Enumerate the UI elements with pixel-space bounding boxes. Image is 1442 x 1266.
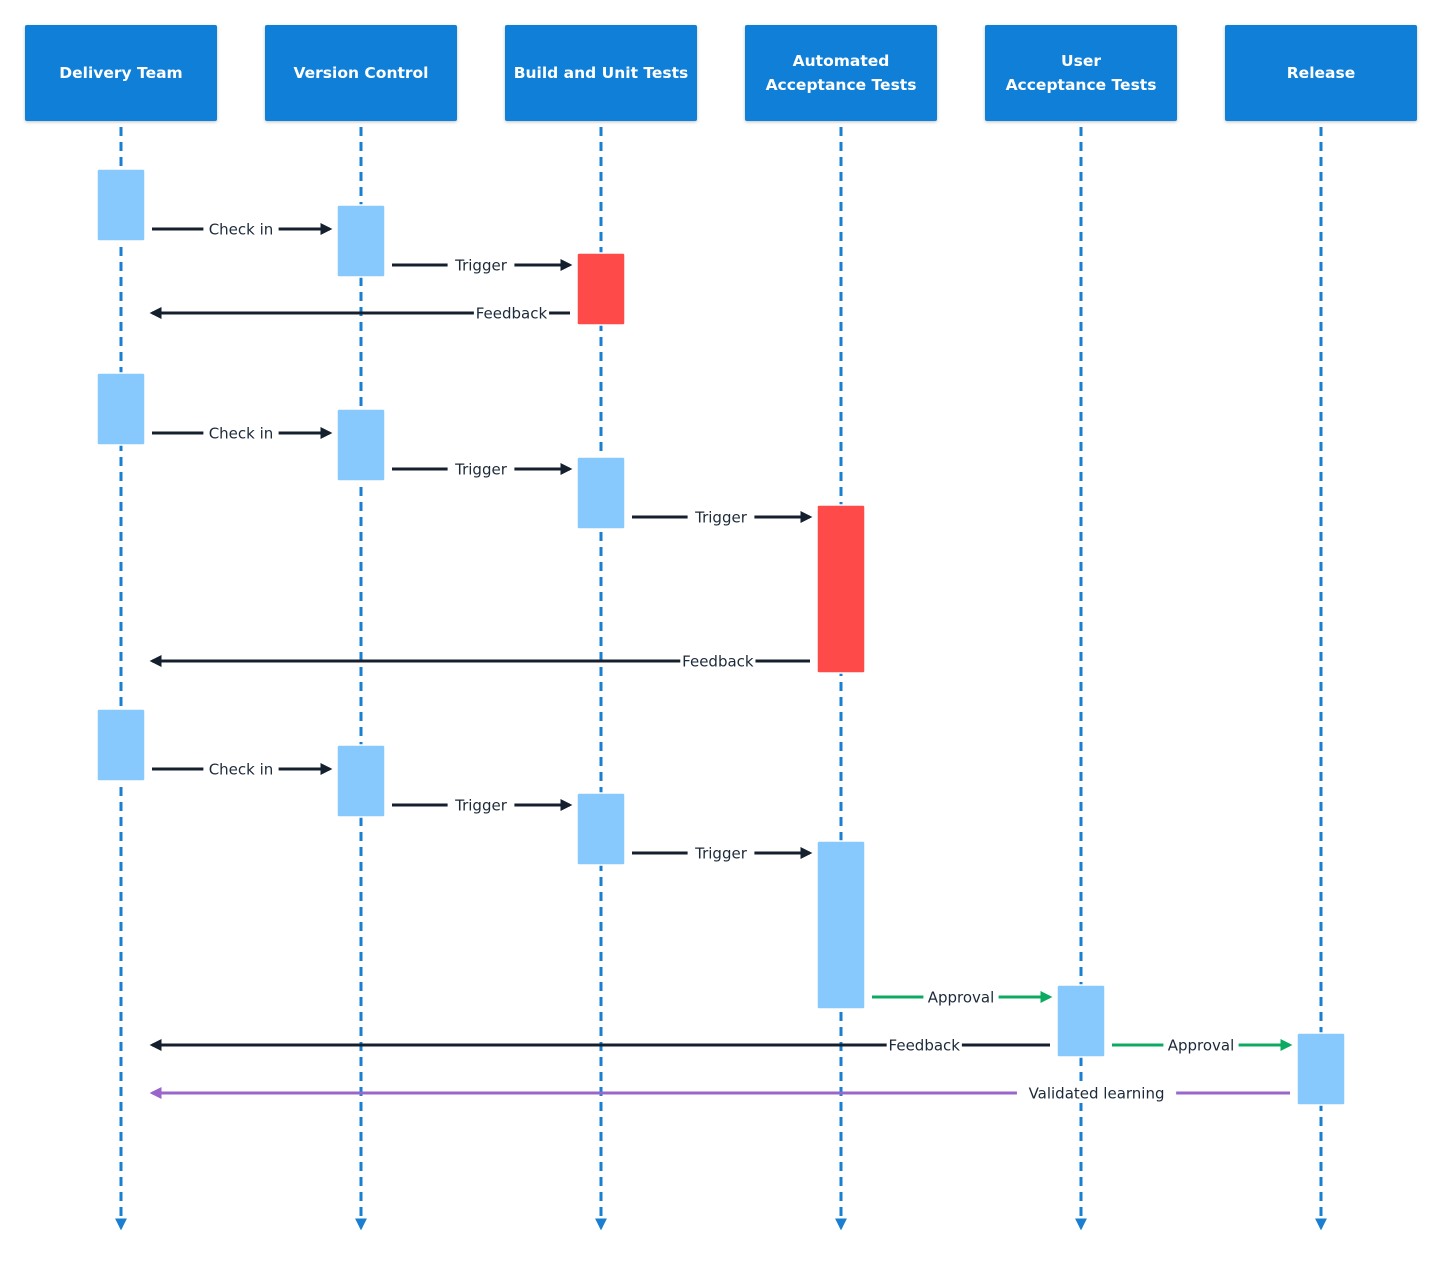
message-label-bg — [203, 219, 279, 239]
message-label-bg — [447, 255, 515, 275]
lane-header-delivery-team: Delivery Team — [25, 25, 217, 121]
activation-bar — [576, 792, 626, 866]
message-label: Approval — [928, 989, 995, 1007]
lane-header-release: Release — [1225, 25, 1417, 121]
message-label: Check in — [209, 221, 274, 239]
activation-bar — [336, 744, 386, 818]
message-label: Trigger — [454, 257, 508, 275]
activation-bar — [816, 840, 866, 1010]
message-label-bg — [203, 759, 279, 779]
lane-header-build-and-unit-tests: Build and Unit Tests — [505, 25, 697, 121]
message-label-bg — [680, 651, 756, 671]
activation-bar — [96, 168, 146, 242]
message-label: Check in — [209, 761, 274, 779]
activation-bar — [816, 504, 866, 674]
message-label: Check in — [209, 425, 274, 443]
lane-header-user-acceptance-tests: User Acceptance Tests — [985, 25, 1177, 121]
activation-bar — [1056, 984, 1106, 1058]
message-label: Approval — [1168, 1037, 1235, 1055]
message-label-bg — [473, 303, 550, 323]
message-label-bg — [447, 459, 515, 479]
message-label: Feedback — [889, 1037, 961, 1055]
lane-header-automated-acceptance-tests: Automated Acceptance Tests — [745, 25, 937, 121]
message-label: Validated learning — [1029, 1085, 1165, 1103]
message-label: Trigger — [694, 509, 748, 527]
message-label-bg — [923, 987, 999, 1007]
message-label-bg — [1163, 1035, 1239, 1055]
message-label-bg — [203, 423, 279, 443]
lane-header-version-control: Version Control — [265, 25, 457, 121]
message-label: Trigger — [454, 461, 508, 479]
message-label-bg — [1016, 1083, 1177, 1103]
message-label: Trigger — [454, 797, 508, 815]
activation-bar — [336, 408, 386, 482]
message-label: Feedback — [476, 305, 548, 323]
activation-bar — [96, 372, 146, 446]
activation-bar — [576, 456, 626, 530]
activation-bar — [576, 252, 626, 326]
activation-bar — [96, 708, 146, 782]
message-label: Feedback — [682, 653, 754, 671]
activation-bar — [336, 204, 386, 278]
message-label-bg — [687, 843, 755, 863]
message-label: Trigger — [694, 845, 748, 863]
message-label-bg — [447, 795, 515, 815]
activation-bar — [1296, 1032, 1346, 1106]
message-label-bg — [886, 1035, 962, 1055]
message-label-bg — [687, 507, 755, 527]
